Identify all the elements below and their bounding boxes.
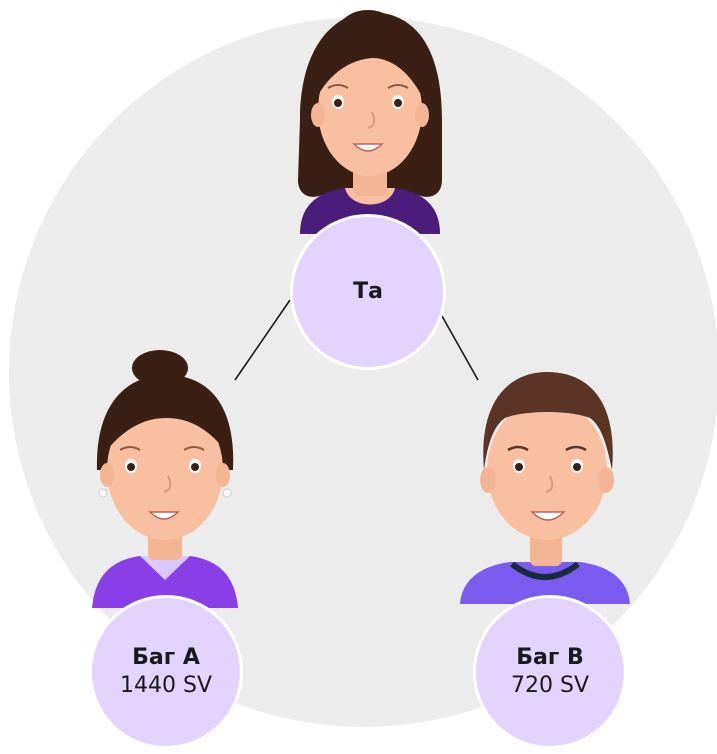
node-left-value: 1440 SV (120, 673, 212, 698)
node-left: Баг A 1440 SV (89, 595, 243, 749)
connector-line-left (234, 299, 291, 381)
man-short-hair-avatar (460, 372, 630, 604)
node-left-name: Баг A (132, 645, 200, 670)
node-top: Та (290, 214, 446, 370)
woman-bob-hair-avatar (298, 10, 442, 234)
node-right-name: Баг B (516, 645, 584, 670)
connector-line-right (441, 315, 479, 381)
node-top-name: Та (353, 279, 383, 304)
node-right-value: 720 SV (511, 673, 589, 698)
woman-bun-hair-avatar (92, 350, 238, 608)
node-right: Баг B 720 SV (473, 595, 627, 749)
